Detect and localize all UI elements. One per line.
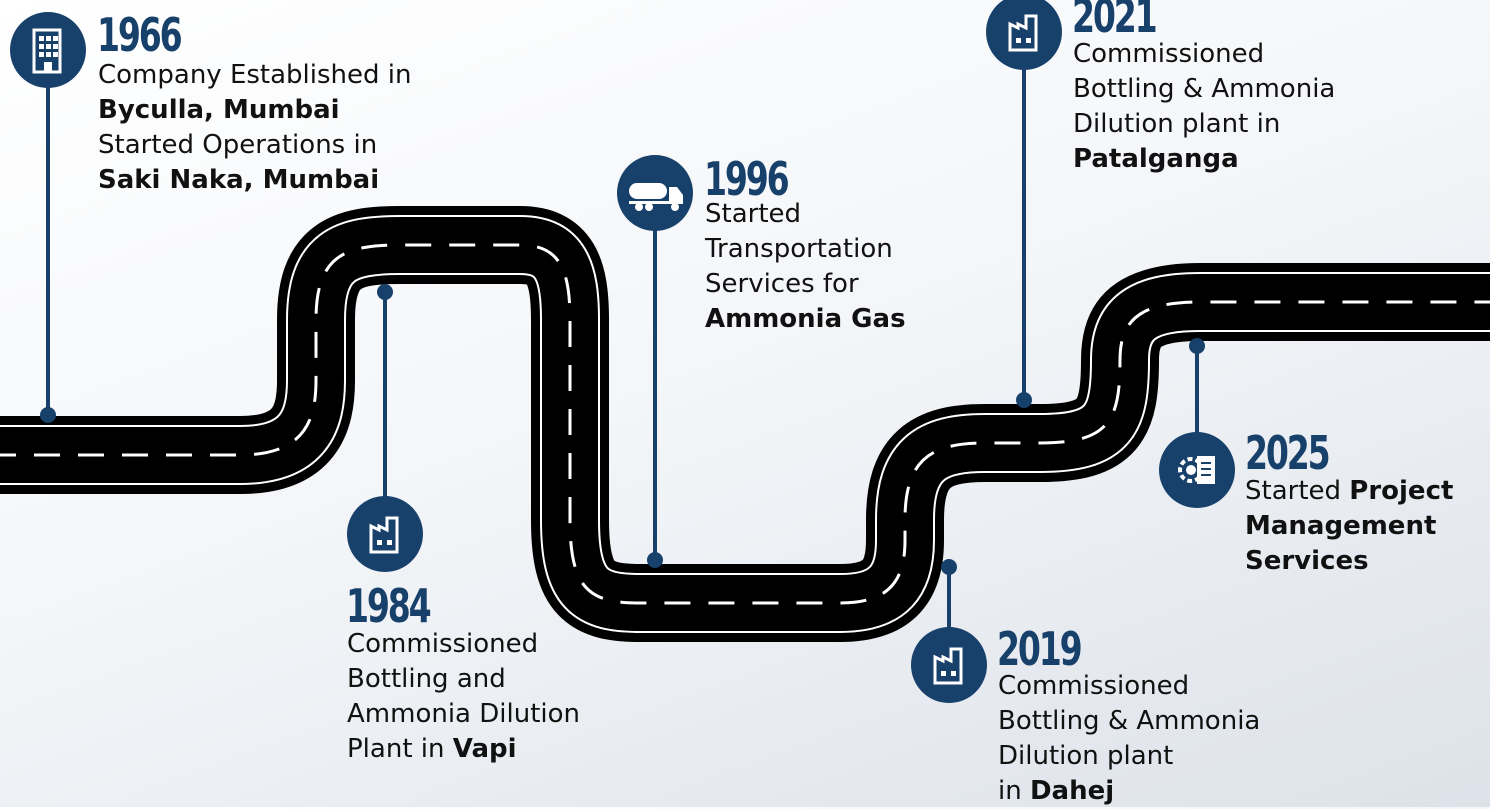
milestone-description: Commissioned Bottling & Ammonia Dilution… <box>998 669 1260 809</box>
desc-line: Services <box>1245 546 1369 576</box>
road-center-dashes <box>0 243 1490 605</box>
factory-icon <box>911 627 987 703</box>
desc-line: Commissioned <box>998 671 1190 701</box>
desc-line: Bottling & Ammonia <box>998 706 1261 736</box>
milestone-description: Commissioned Bottling and Ammonia Diluti… <box>347 627 580 767</box>
factory-icon <box>986 0 1062 70</box>
milestone-description: Company Established in Byculla, Mumbai S… <box>98 58 412 198</box>
milestone-year: 1984 <box>346 579 432 633</box>
desc-line: Started Project <box>1245 476 1454 506</box>
desc-line: Ammonia Dilution <box>347 699 580 729</box>
building-icon <box>10 12 86 88</box>
desc-line: Commissioned <box>347 629 539 659</box>
desc-line: Bottling and <box>347 664 506 694</box>
desc-line: Commissioned <box>1073 39 1265 69</box>
milestone-description: Started Project Management Services <box>1245 474 1453 579</box>
desc-line: Byculla, Mumbai <box>98 95 340 125</box>
desc-line: Started Operations in <box>98 130 378 160</box>
milestone-description: Started Transportation Services for Ammo… <box>705 197 906 337</box>
desc-line: Services for <box>705 269 859 299</box>
desc-line: Started <box>705 199 802 229</box>
milestone-year: 2021 <box>1072 0 1158 43</box>
milestone-year: 2025 <box>1245 426 1331 480</box>
milestone-year: 1966 <box>97 8 183 62</box>
desc-line: Patalganga <box>1073 144 1239 174</box>
desc-line: Management <box>1245 511 1437 541</box>
desc-line: Saki Naka, Mumbai <box>98 165 380 195</box>
desc-line: Plant in Vapi <box>347 734 517 764</box>
desc-line: in Dahej <box>998 776 1115 806</box>
milestone-year: 2019 <box>997 622 1083 676</box>
desc-line: Company Established in <box>98 60 412 90</box>
gear-document-icon <box>1159 432 1235 508</box>
tanker-truck-icon <box>617 155 693 231</box>
desc-line: Ammonia Gas <box>705 304 906 334</box>
desc-line: Bottling & Ammonia <box>1073 74 1336 104</box>
factory-icon <box>347 496 423 572</box>
milestone-year: 1996 <box>704 152 790 206</box>
desc-line: Dilution plant <box>998 741 1174 771</box>
milestone-description: Commissioned Bottling & Ammonia Dilution… <box>1073 37 1335 177</box>
desc-line: Dilution plant in <box>1073 109 1281 139</box>
desc-line: Transportation <box>705 234 893 264</box>
